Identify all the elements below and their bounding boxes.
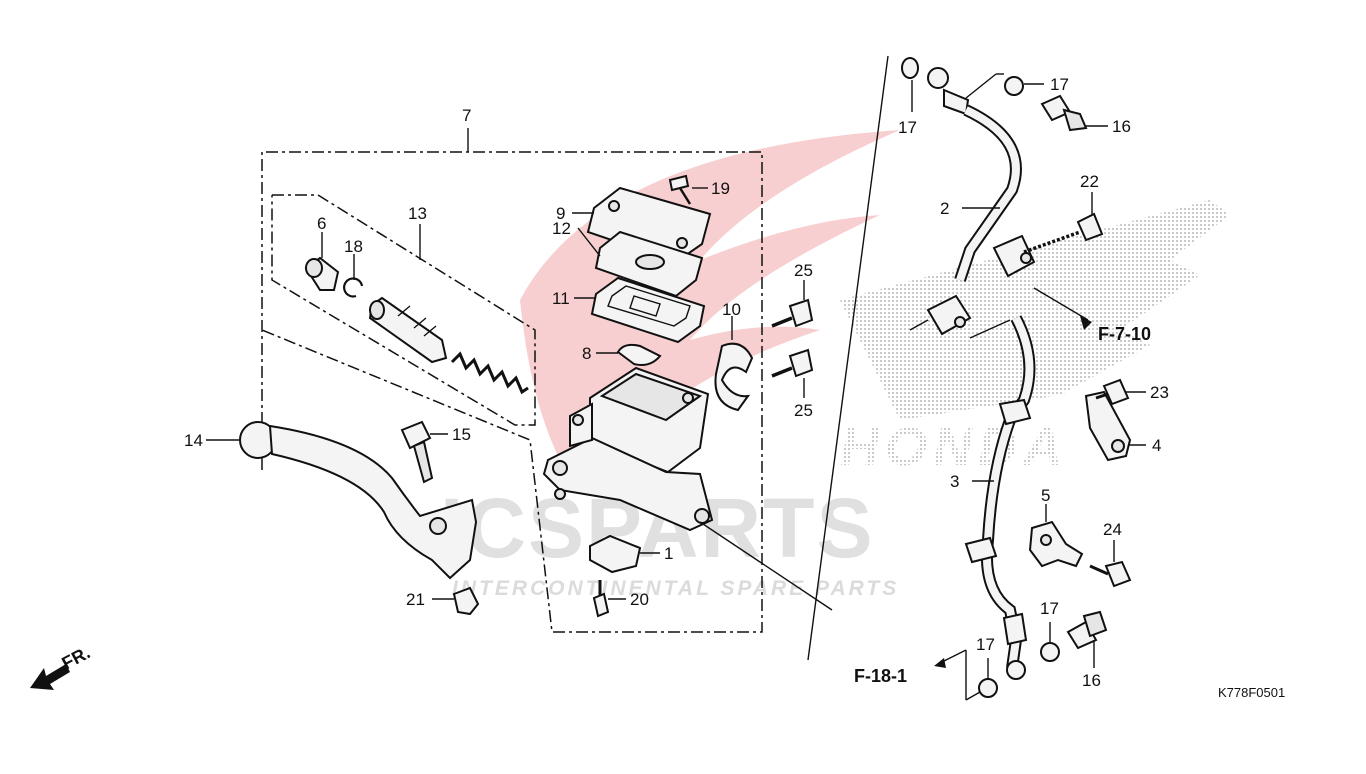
callout-6: 6 bbox=[317, 214, 326, 233]
callout-23: 23 bbox=[1150, 383, 1169, 402]
part-22-bolt bbox=[1023, 192, 1104, 254]
part-1-stop-switch bbox=[589, 534, 660, 574]
callout-25-lower: 25 bbox=[794, 401, 813, 420]
diagram-code: K778F0501 bbox=[1218, 685, 1285, 700]
callout-12: 12 bbox=[552, 219, 571, 238]
callout-10: 10 bbox=[722, 300, 741, 319]
master-cylinder-group-frame bbox=[261, 128, 763, 633]
callout-17-bottom-left: 17 bbox=[976, 635, 995, 654]
callout-3: 3 bbox=[950, 472, 959, 491]
callout-8: 8 bbox=[582, 344, 591, 363]
part-17-washer-bottom-right bbox=[1040, 622, 1060, 662]
part-8-clamp bbox=[596, 343, 662, 366]
callout-5: 5 bbox=[1041, 486, 1050, 505]
part-15-pivot-bolt bbox=[400, 420, 448, 484]
part-18-circlip bbox=[343, 254, 364, 298]
part-20-bleeder bbox=[592, 580, 626, 618]
part-9-reservoir-cap bbox=[572, 186, 712, 264]
callout-19: 19 bbox=[711, 179, 730, 198]
callout-21: 21 bbox=[406, 590, 425, 609]
callout-7: 7 bbox=[462, 106, 471, 125]
callout-18: 18 bbox=[344, 237, 363, 256]
callout-4: 4 bbox=[1152, 436, 1161, 455]
callout-9: 9 bbox=[556, 204, 565, 223]
front-direction-arrow: FR. bbox=[30, 642, 93, 690]
part-17-washer-top-left bbox=[901, 57, 919, 112]
part-piston bbox=[368, 296, 448, 364]
callout-22: 22 bbox=[1080, 172, 1099, 191]
part-4-stay bbox=[1084, 390, 1146, 462]
part-10-holder bbox=[714, 316, 754, 412]
part-6-dust-cup bbox=[304, 232, 340, 291]
hose-section-divider bbox=[699, 55, 889, 661]
part-23-bolt bbox=[1095, 378, 1146, 406]
watermark-tagline: INTERCONTINENTAL SPARE PARTS bbox=[452, 577, 899, 600]
part-5-clamp bbox=[1028, 504, 1084, 568]
part-12-plate bbox=[577, 227, 704, 298]
callout-labels: 7 13 6 18 9 19 12 11 10 8 25 25 14 15 1 … bbox=[184, 75, 1285, 700]
callout-11: 11 bbox=[552, 289, 570, 308]
callout-24: 24 bbox=[1103, 520, 1122, 539]
callout-17-top-left: 17 bbox=[898, 118, 917, 137]
part-spring bbox=[450, 351, 529, 395]
part-24-bolt bbox=[1089, 540, 1132, 588]
master-cylinder-body bbox=[542, 366, 714, 532]
part-19-screw bbox=[668, 174, 708, 205]
part-16-bolt-bottom bbox=[1066, 610, 1108, 668]
part-25-bolt-lower bbox=[771, 348, 814, 398]
callout-20: 20 bbox=[630, 590, 649, 609]
reference-bottom: F-18-1 bbox=[854, 666, 907, 686]
part-16-bolt-top bbox=[1040, 94, 1108, 132]
callout-16-bottom: 16 bbox=[1082, 671, 1101, 690]
part-17-washer-bottom-left bbox=[978, 658, 998, 698]
part-3-lower-hose bbox=[964, 315, 1036, 680]
upper-banjo-fitting bbox=[927, 67, 1004, 116]
piston-kit-frame bbox=[271, 194, 536, 426]
callout-14: 14 bbox=[184, 431, 203, 450]
hose-joint-block bbox=[909, 234, 1092, 339]
red-wing-watermark bbox=[520, 130, 900, 460]
callout-2: 2 bbox=[940, 199, 949, 218]
part-17-washer-top-right bbox=[1004, 76, 1044, 96]
part-25-bolt-upper bbox=[771, 280, 814, 328]
callout-17-top-right: 17 bbox=[1050, 75, 1069, 94]
bottom-reference-pointer bbox=[934, 649, 981, 701]
part-21-cap bbox=[432, 586, 480, 616]
callout-1: 1 bbox=[664, 544, 673, 563]
reference-top: F-7-10 bbox=[1098, 324, 1151, 344]
callout-16-top: 16 bbox=[1112, 117, 1131, 136]
callout-15: 15 bbox=[452, 425, 471, 444]
part-11-diaphragm bbox=[574, 276, 706, 344]
callout-17-bottom-right: 17 bbox=[1040, 599, 1059, 618]
callout-25-upper: 25 bbox=[794, 261, 813, 280]
part-14-brake-lever bbox=[206, 421, 478, 580]
callout-13: 13 bbox=[408, 204, 427, 223]
part-2-upper-hose bbox=[954, 104, 1022, 282]
honda-logo-text: HONDA bbox=[840, 417, 1068, 477]
honda-wing-watermark: HONDA bbox=[840, 200, 1230, 477]
